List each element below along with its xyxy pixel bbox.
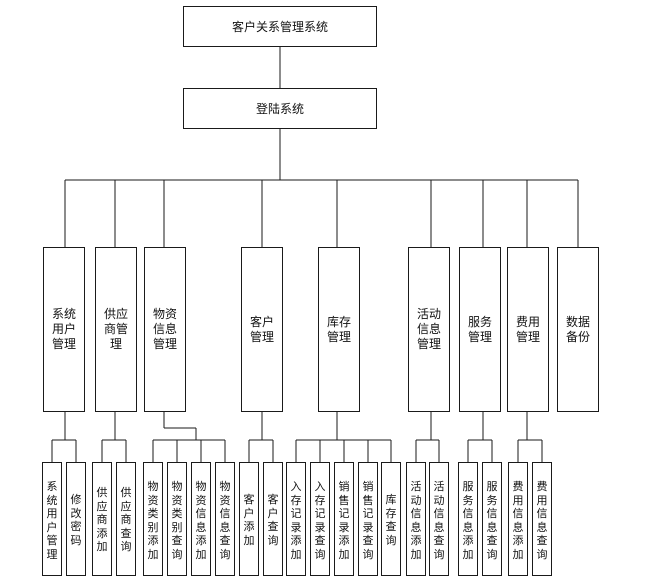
- login-node-label: 登陆系统: [255, 102, 304, 116]
- leaf-expense-add: 费用信息添加: [508, 462, 528, 576]
- leaf-label: 费用信息添加: [512, 480, 524, 561]
- module-inventory: 库存管理: [318, 247, 360, 412]
- module-label: 供应商管理: [103, 307, 128, 351]
- leaf-label: 物资类别查询: [171, 480, 183, 561]
- module-expense: 费用管理: [507, 247, 549, 412]
- root-node: 客户关系管理系统: [183, 6, 377, 47]
- module-label: 客户管理: [249, 314, 274, 344]
- module-label: 活动信息管理: [416, 307, 441, 351]
- leaf-expense-query: 费用信息查询: [532, 462, 552, 576]
- leaf-sales-query: 销售记录查询: [358, 462, 378, 576]
- leaf-label: 库存查询: [385, 493, 397, 547]
- leaf-material-category-add: 物资类别添加: [143, 462, 163, 576]
- module-label: 系统用户管理: [51, 307, 76, 351]
- leaf-stock-in-add: 入存记录添加: [286, 462, 306, 576]
- leaf-label: 物资信息查询: [219, 480, 231, 561]
- module-activity: 活动信息管理: [408, 247, 450, 412]
- leaf-material-info-add: 物资信息添加: [191, 462, 211, 576]
- leaf-label: 供应商添加: [96, 486, 108, 553]
- leaf-label: 销售记录添加: [338, 480, 350, 561]
- leaf-label: 物资类别添加: [147, 480, 159, 561]
- leaf-sales-add: 销售记录添加: [334, 462, 354, 576]
- leaf-label: 活动信息查询: [433, 480, 445, 561]
- leaf-label: 客户添加: [243, 493, 255, 547]
- leaf-inventory-query: 库存查询: [381, 462, 401, 576]
- module-label: 数据备份: [565, 314, 590, 344]
- module-data-backup: 数据备份: [557, 247, 599, 412]
- leaf-label: 费用信息查询: [536, 480, 548, 561]
- leaf-material-category-query: 物资类别查询: [167, 462, 187, 576]
- leaf-activity-query: 活动信息查询: [429, 462, 449, 576]
- leaf-label: 入存记录添加: [290, 480, 302, 561]
- leaf-label: 修改密码: [70, 493, 82, 547]
- leaf-stock-in-query: 入存记录查询: [310, 462, 330, 576]
- module-service: 服务管理: [459, 247, 501, 412]
- leaf-label: 物资信息添加: [195, 480, 207, 561]
- leaf-supplier-query: 供应商查询: [116, 462, 136, 576]
- module-system-user: 系统用户管理: [43, 247, 85, 412]
- leaf-material-info-query: 物资信息查询: [215, 462, 235, 576]
- leaf-label: 活动信息添加: [410, 480, 422, 561]
- leaf-service-query: 服务信息查询: [482, 462, 502, 576]
- leaf-label: 供应商查询: [120, 486, 132, 553]
- leaf-supplier-add: 供应商添加: [92, 462, 112, 576]
- leaf-customer-add: 客户添加: [239, 462, 259, 576]
- leaf-activity-add: 活动信息添加: [406, 462, 426, 576]
- leaf-service-add: 服务信息添加: [458, 462, 478, 576]
- module-customer: 客户管理: [241, 247, 283, 412]
- module-label: 费用管理: [515, 314, 540, 344]
- leaf-label: 服务信息添加: [462, 480, 474, 561]
- leaf-label: 服务信息查询: [486, 480, 498, 561]
- login-node: 登陆系统: [183, 88, 377, 129]
- root-node-label: 客户关系管理系统: [231, 20, 328, 34]
- leaf-label: 入存记录查询: [314, 480, 326, 561]
- module-material: 物资信息管理: [144, 247, 186, 412]
- leaf-customer-query: 客户查询: [263, 462, 283, 576]
- leaf-label: 销售记录查询: [362, 480, 374, 561]
- leaf-label: 系统用户管理: [46, 480, 58, 561]
- leaf-label: 客户查询: [267, 493, 279, 547]
- leaf-change-password: 修改密码: [66, 462, 86, 576]
- leaf-system-user-manage: 系统用户管理: [42, 462, 62, 576]
- module-label: 库存管理: [326, 314, 351, 344]
- module-supplier: 供应商管理: [95, 247, 137, 412]
- module-label: 物资信息管理: [152, 307, 177, 351]
- module-label: 服务管理: [467, 314, 492, 344]
